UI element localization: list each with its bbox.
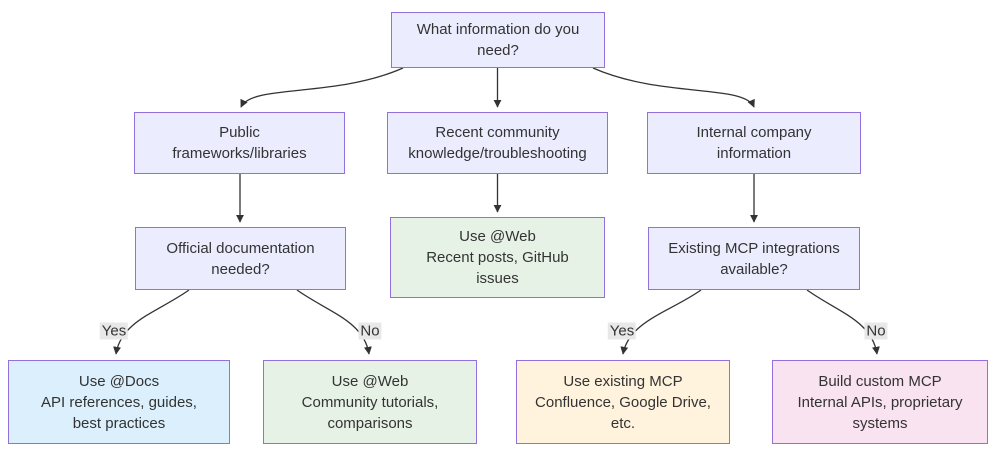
node-use-web-community: Use @Web Community tutorials, comparison… bbox=[263, 360, 477, 444]
node-official-docs-needed-label: Official documentation needed? bbox=[166, 239, 315, 278]
node-recent-community-knowledge-label: Recent community knowledge/troubleshooti… bbox=[408, 124, 587, 162]
node-what-info-needed: What information do you need? bbox=[391, 12, 605, 68]
node-use-web-recent-posts-label: Use @Web Recent posts, GitHub issues bbox=[426, 228, 569, 287]
node-public-frameworks: Public frameworks/libraries bbox=[134, 112, 345, 174]
node-recent-community-knowledge: Recent community knowledge/troubleshooti… bbox=[387, 112, 608, 174]
node-what-info-needed-label: What information do you need? bbox=[416, 21, 580, 59]
node-public-frameworks-label: Public frameworks/libraries bbox=[172, 124, 307, 162]
edge-label-yes-docs: Yes bbox=[99, 322, 129, 340]
edge-no-to-buildcustommcp bbox=[806, 289, 880, 355]
node-use-web-recent-posts: Use @Web Recent posts, GitHub issues bbox=[390, 217, 605, 298]
node-existing-mcp-available: Existing MCP integrations available? bbox=[648, 227, 860, 290]
node-use-docs-label: Use @Docs API references, guides, best p… bbox=[41, 372, 197, 432]
edge-label-no-web: No bbox=[358, 322, 382, 340]
node-use-docs: Use @Docs API references, guides, best p… bbox=[8, 360, 230, 444]
node-official-docs-needed: Official documentation needed? bbox=[135, 227, 346, 290]
edge-yes-to-useexistingmcp bbox=[620, 289, 702, 355]
edge-label-no-custom: No bbox=[864, 322, 888, 340]
node-internal-company-info-label: Internal company information bbox=[696, 124, 812, 162]
node-existing-mcp-available-label: Existing MCP integrations available? bbox=[668, 239, 840, 278]
edge-no-to-usewebcommunity bbox=[296, 289, 372, 355]
node-build-custom-mcp-label: Build custom MCP Internal APIs, propriet… bbox=[797, 372, 963, 432]
node-use-existing-mcp: Use existing MCP Confluence, Google Driv… bbox=[516, 360, 730, 444]
node-internal-company-info: Internal company information bbox=[647, 112, 861, 174]
edge-root-to-public bbox=[240, 67, 404, 108]
edge-root-to-internal bbox=[592, 67, 755, 108]
node-use-web-community-label: Use @Web Community tutorials, comparison… bbox=[301, 372, 439, 432]
edge-label-yes-mcp: Yes bbox=[607, 322, 637, 340]
edge-yes-to-usedocs bbox=[113, 289, 190, 355]
node-build-custom-mcp: Build custom MCP Internal APIs, propriet… bbox=[772, 360, 988, 444]
node-use-existing-mcp-label: Use existing MCP Confluence, Google Driv… bbox=[535, 372, 711, 432]
